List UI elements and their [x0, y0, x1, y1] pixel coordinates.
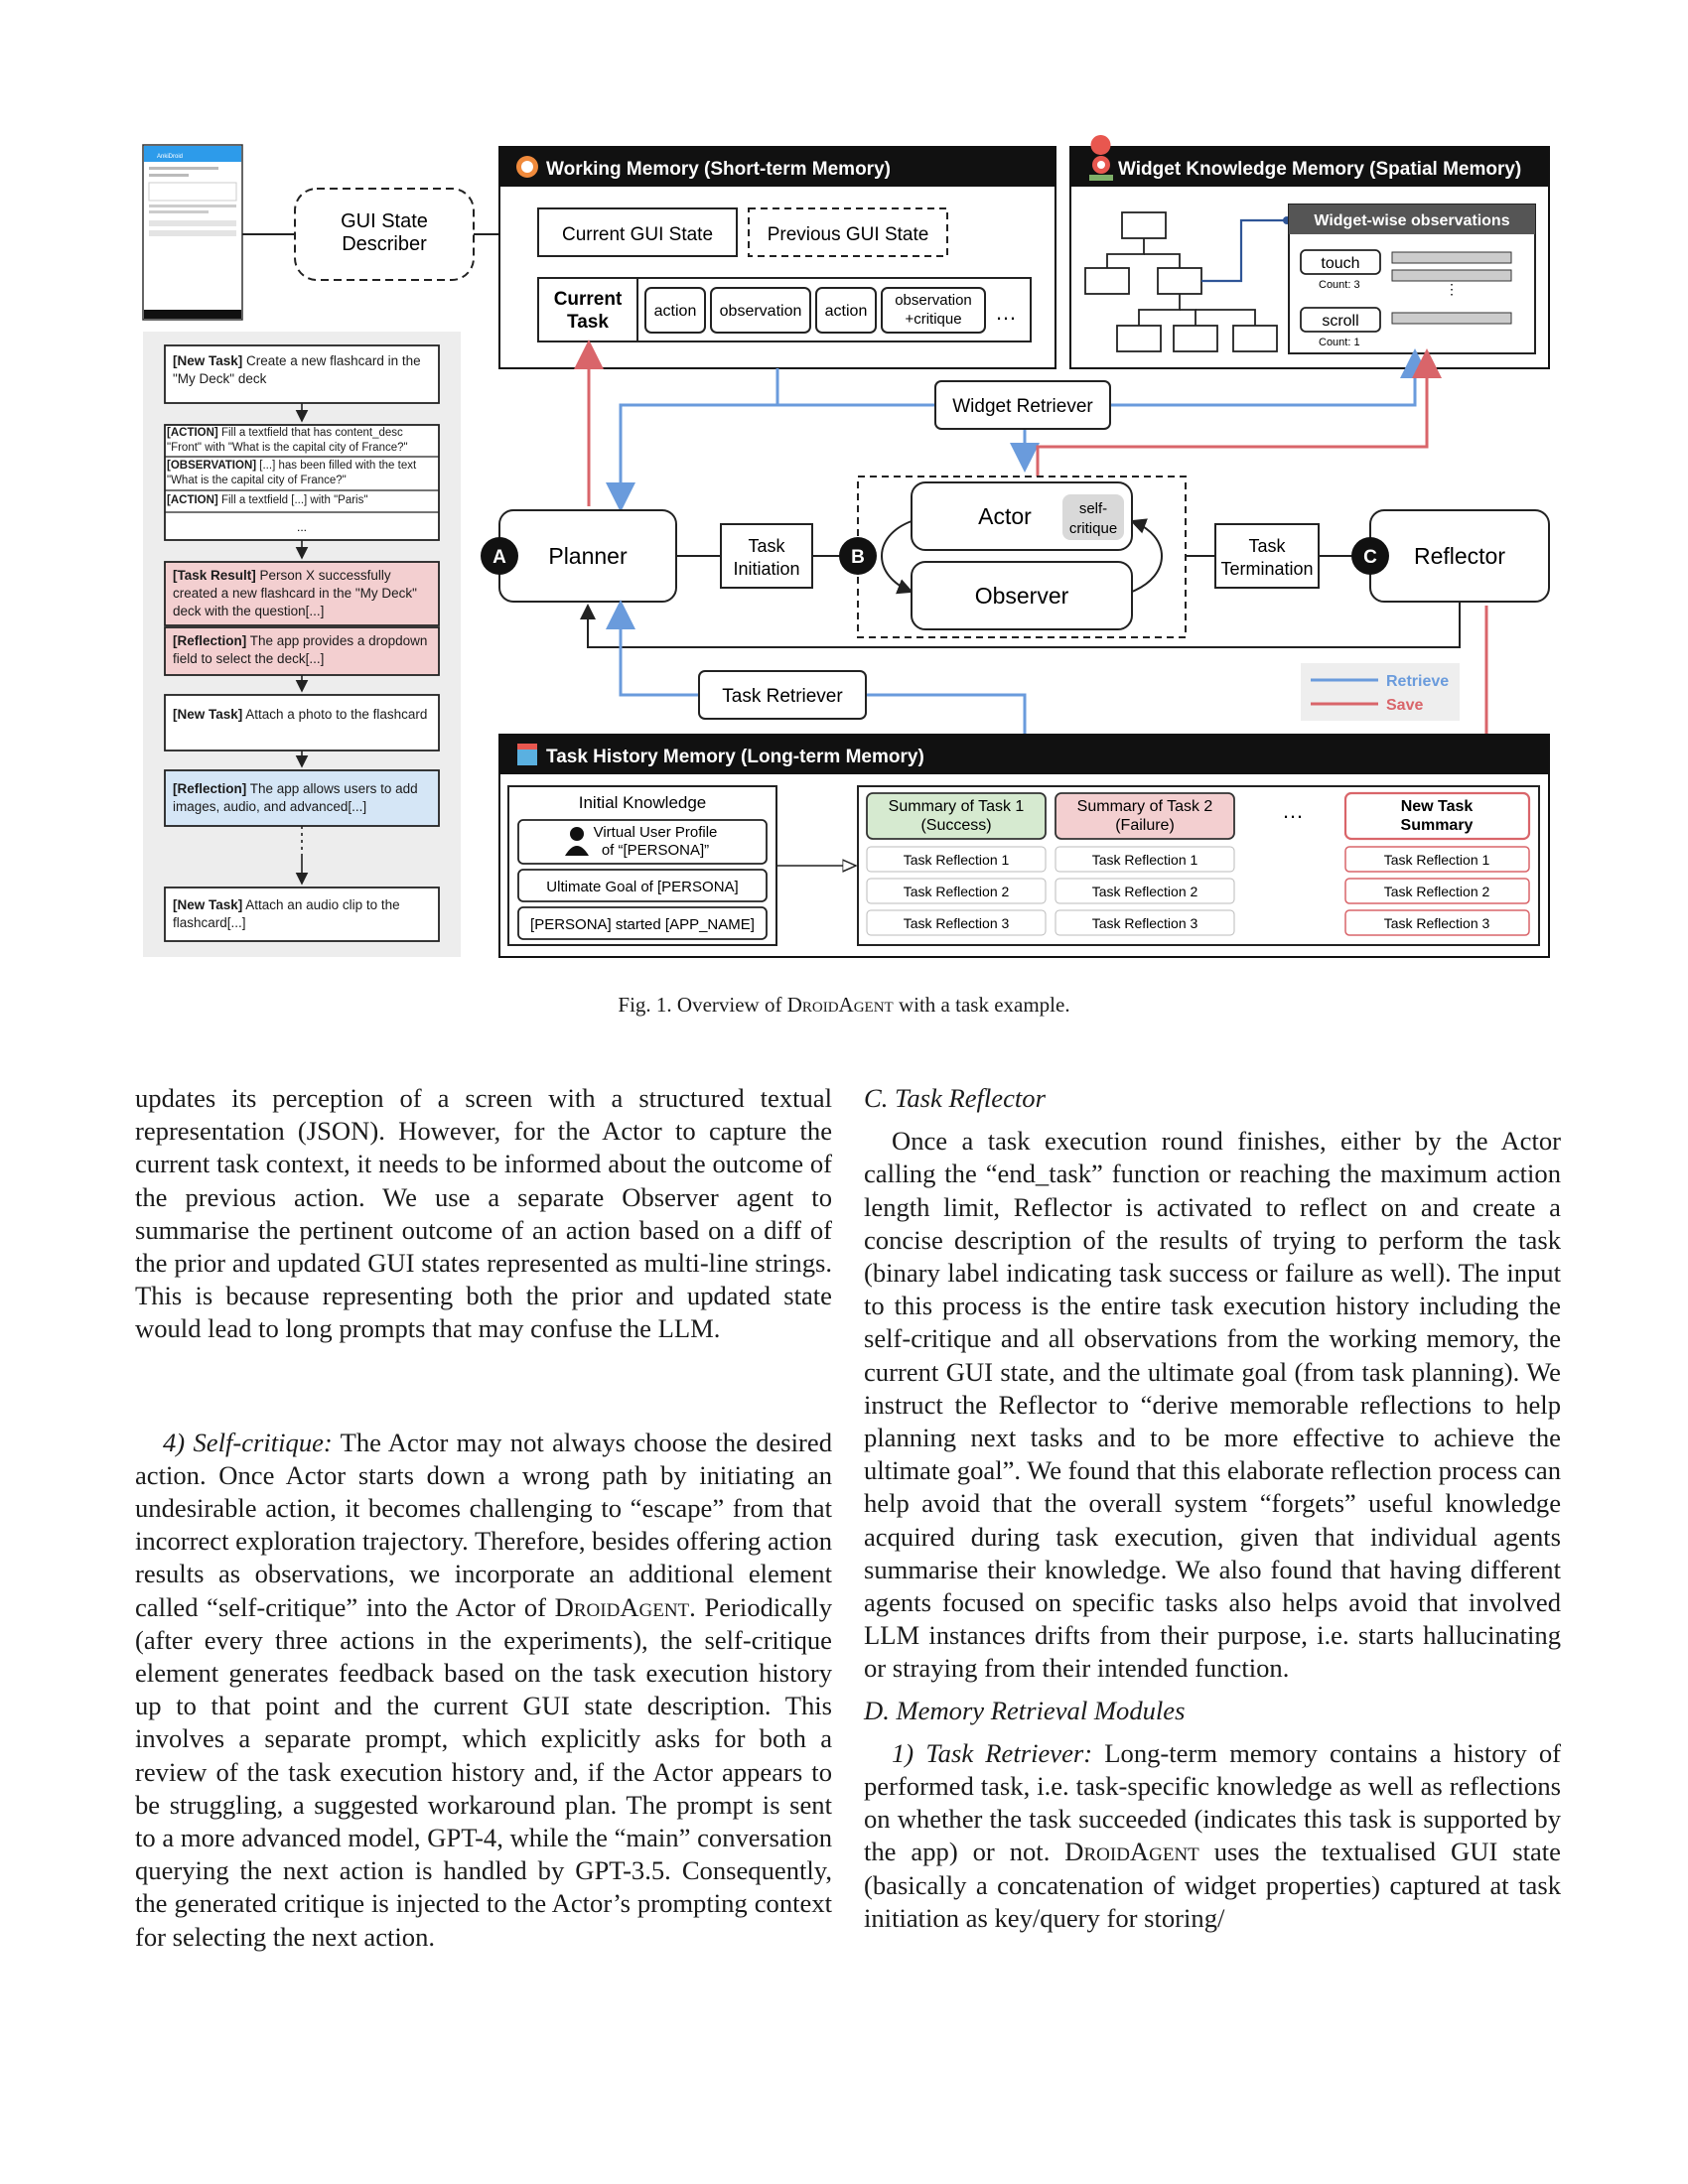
left-para-2: 4) Self-critique: The Actor may not alwa…	[135, 1427, 832, 1952]
svg-text:...: ...	[297, 520, 307, 534]
svg-text:Widget Retriever: Widget Retriever	[952, 396, 1093, 417]
svg-text:Planner: Planner	[548, 543, 628, 569]
svg-text:Describer: Describer	[342, 233, 427, 255]
widget-memory-title: Widget Knowledge Memory (Spatial Memory)	[1118, 159, 1521, 180]
svg-text:⋮: ⋮	[1445, 281, 1459, 297]
svg-text:Task Reflection 2: Task Reflection 2	[1384, 884, 1490, 899]
svg-text:critique: critique	[1069, 520, 1117, 537]
svg-text:observation: observation	[720, 303, 802, 320]
example-reflection-2: [Reflection] The app allows users to add…	[173, 781, 418, 814]
map-pin-icon	[1090, 135, 1111, 155]
svg-text:Count: 3: Count: 3	[1319, 279, 1360, 291]
example-reflection-1: [Reflection] The app provides a dropdown…	[173, 633, 428, 666]
legend: Retrieve Save	[1301, 663, 1460, 721]
gui-state-describer: GUI State Describer	[294, 188, 475, 281]
svg-text:Task: Task	[1248, 536, 1286, 556]
svg-text:Task Reflection 1: Task Reflection 1	[1384, 852, 1490, 868]
svg-text:Initiation: Initiation	[733, 559, 799, 579]
svg-text:Task Reflection 1: Task Reflection 1	[904, 852, 1010, 868]
svg-text:Virtual User Profile: Virtual User Profile	[594, 824, 718, 841]
svg-text:Task: Task	[567, 312, 609, 333]
planner-agent: Planner A	[481, 509, 677, 603]
svg-text:Task Reflection 3: Task Reflection 3	[1092, 915, 1198, 931]
svg-text:New Task: New Task	[1401, 798, 1474, 815]
example-new-task-3: [New Task] Attach an audio clip to the f…	[173, 897, 400, 930]
example-observation: [OBSERVATION] [...] has been filled with…	[167, 460, 417, 486]
svg-text:Task History Memory (Long-term: Task History Memory (Long-term Memory)	[546, 747, 924, 767]
left-para-1: updates its perception of a screen with …	[135, 1083, 832, 1344]
right-para-c: Once a task execution round finishes, ei…	[864, 1126, 1561, 1684]
working-memory-title: Working Memory (Short-term Memory)	[546, 159, 891, 180]
example-action-2: [ACTION] Fill a textfield [...] with "Pa…	[167, 494, 368, 506]
svg-text:self-: self-	[1079, 500, 1107, 517]
svg-text:action: action	[654, 303, 697, 320]
svg-text:Termination: Termination	[1220, 559, 1313, 579]
svg-text:Ultimate Goal of [PERSONA]: Ultimate Goal of [PERSONA]	[546, 879, 738, 895]
reflector-agent: Reflector C	[1351, 509, 1550, 603]
widget-knowledge-memory: Widget Knowledge Memory (Spatial Memory)…	[1069, 135, 1550, 369]
svg-text:[PERSONA] started [APP_NAME]: [PERSONA] started [APP_NAME]	[530, 916, 755, 933]
example-task-result: [Task Result] Person X successfully crea…	[173, 568, 417, 618]
svg-text:Task Reflection 3: Task Reflection 3	[1384, 915, 1490, 931]
svg-text:Retrieve: Retrieve	[1386, 673, 1449, 690]
observer-label: Observer	[975, 583, 1069, 609]
actor-label: Actor	[978, 503, 1032, 529]
right-column: C. Task Reflector Once a task execution …	[864, 1082, 1561, 1935]
svg-text:Current GUI State: Current GUI State	[562, 224, 713, 245]
svg-text:(Failure): (Failure)	[1115, 817, 1175, 834]
svg-text:Summary of Task 2: Summary of Task 2	[1077, 798, 1213, 815]
example-new-task-2: [New Task] Attach a photo to the flashca…	[173, 707, 428, 722]
svg-text:Task Reflection 2: Task Reflection 2	[904, 884, 1010, 899]
heading-memory-retrieval: D. Memory Retrieval Modules	[864, 1695, 1186, 1725]
svg-text:C: C	[1363, 547, 1377, 568]
svg-text:Initial Knowledge: Initial Knowledge	[579, 793, 707, 812]
svg-text:A: A	[492, 547, 506, 568]
svg-text:Reflector: Reflector	[1414, 543, 1505, 569]
svg-text:Current: Current	[554, 289, 623, 310]
heading-task-reflector: C. Task Reflector	[864, 1083, 1046, 1113]
svg-text:Summary of Task 1: Summary of Task 1	[889, 798, 1025, 815]
example-action-1: [ACTION] Fill a textfield that has conte…	[167, 427, 408, 454]
svg-text:touch: touch	[1321, 255, 1359, 272]
svg-text:Task Retriever: Task Retriever	[722, 686, 843, 707]
working-memory: Working Memory (Short-term Memory) Curre…	[498, 146, 1056, 369]
left-column: updates its perception of a screen with …	[135, 1082, 832, 1954]
widget-retriever: Widget Retriever	[934, 380, 1111, 430]
svg-text:of “[PERSONA]”: of “[PERSONA]”	[602, 842, 709, 859]
svg-text:GUI State: GUI State	[341, 210, 428, 232]
svg-text:Task Reflection 1: Task Reflection 1	[1092, 852, 1198, 868]
task-history-memory: Task History Memory (Long-term Memory) I…	[498, 734, 1550, 958]
svg-text:Summary: Summary	[1401, 817, 1474, 834]
svg-text:+critique: +critique	[905, 311, 961, 328]
actor-observer-group: Actor self- critique Observer	[857, 476, 1187, 638]
task-initiation: Task Initiation	[720, 523, 813, 589]
phone-app-title: AnkiDroid	[157, 154, 183, 160]
task-example-panel: ...	[143, 332, 461, 957]
svg-text:Task Reflection 3: Task Reflection 3	[904, 915, 1010, 931]
svg-text:(Success): (Success)	[920, 817, 991, 834]
svg-text:…: …	[995, 300, 1017, 325]
svg-text:Count: 1: Count: 1	[1319, 337, 1360, 348]
observation-critique-label: observation	[895, 292, 972, 309]
task-retriever: Task Retriever	[698, 670, 867, 720]
svg-text:Previous GUI State: Previous GUI State	[768, 224, 929, 245]
svg-text:scroll: scroll	[1322, 313, 1358, 330]
svg-text:Task Reflection 2: Task Reflection 2	[1092, 884, 1198, 899]
svg-text:action: action	[825, 303, 868, 320]
svg-text:…: …	[1282, 798, 1304, 823]
user-icon	[570, 827, 584, 841]
phone-screenshot: AnkiDroid	[142, 144, 243, 321]
overview-figure: AnkiDroid GUI State Describer Working Me…	[142, 135, 1550, 958]
svg-text:Widget-wise observations: Widget-wise observations	[1314, 212, 1509, 229]
right-para-d: 1) Task Retriever: Long-term memory cont…	[864, 1737, 1561, 1933]
figure-caption: Fig. 1. Overview of DroidAgent with a ta…	[618, 993, 1070, 1017]
svg-text:Save: Save	[1386, 697, 1423, 714]
svg-text:Task: Task	[748, 536, 785, 556]
badge-b: B	[851, 547, 865, 568]
example-new-task-1: [New Task] Create a new flashcard in the…	[173, 353, 421, 386]
task-termination: Task Termination	[1214, 523, 1320, 589]
